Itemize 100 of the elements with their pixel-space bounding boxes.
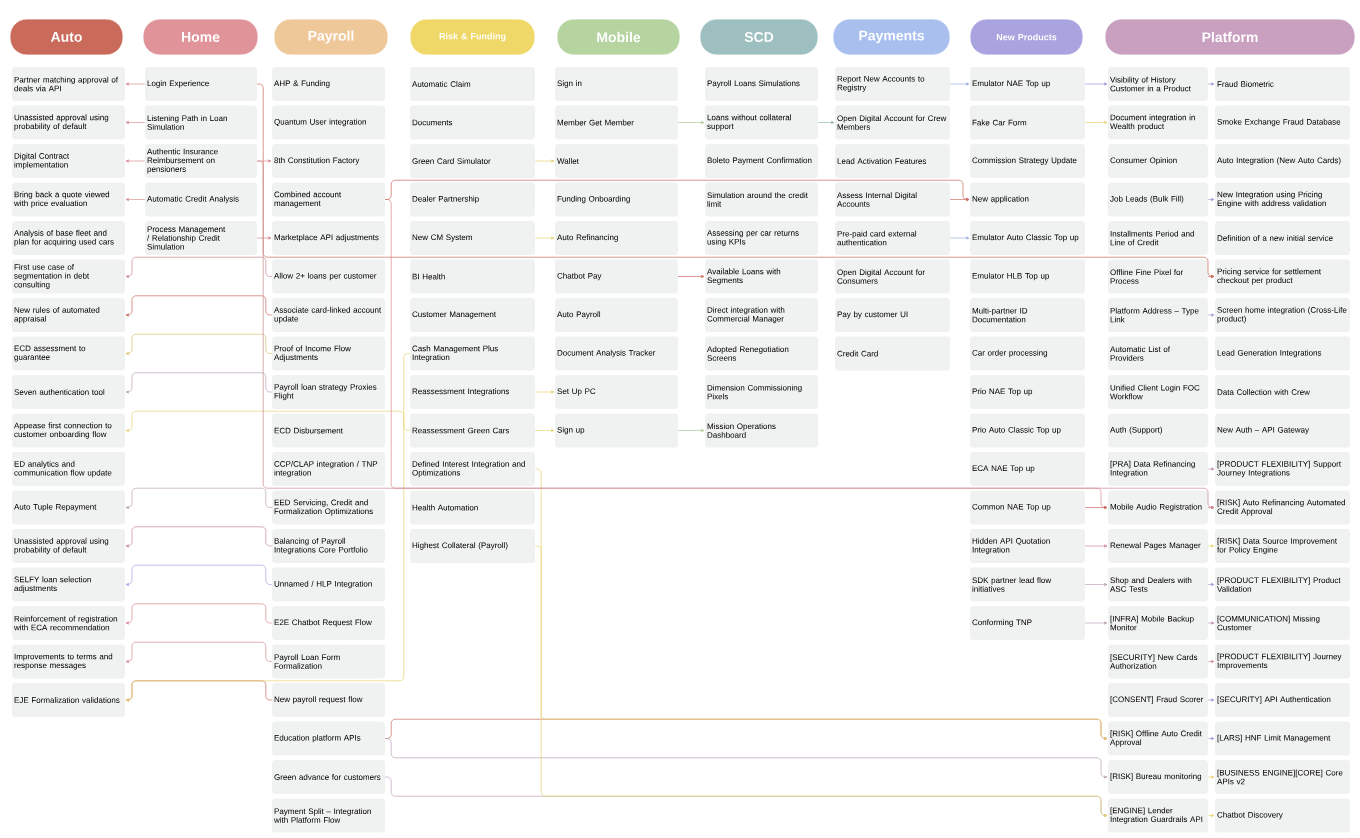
task-box: Wallet (555, 144, 678, 178)
task-box: Assessing per car returns using KPIs (705, 221, 818, 255)
task-box: Pricing service for settlement checkout per product (1215, 259, 1350, 294)
arrow (125, 256, 273, 279)
arrow (534, 159, 555, 163)
arrow (1084, 505, 1108, 510)
task-box: AHP & Funding (272, 67, 385, 101)
task-box: Conforming TNP (970, 606, 1085, 640)
task-box: Authentic Insurance Reimbursement on pensioners (145, 144, 257, 178)
task-box: [PRA] Data Refinancing Integration (1108, 452, 1208, 486)
task-box: Payroll Loans Simulations (705, 67, 818, 101)
task-box: Common NAE Top up (970, 490, 1085, 525)
arrow (125, 353, 411, 702)
arrow (534, 390, 555, 394)
task-box: [SECURITY] API Authentication (1215, 683, 1350, 717)
task-box: CCP/CLAP integration / TNP integration (272, 452, 385, 486)
category-pill: Payroll (273, 18, 389, 56)
task-box: Chatbot Pay (555, 259, 678, 294)
task-box: Seven authentication tool (12, 375, 125, 409)
task-box: Lead Generation Integrations (1215, 336, 1350, 371)
task-box: Payroll loan strategy Proxies Flight (272, 375, 385, 409)
arrow (677, 274, 705, 279)
arrow (949, 82, 970, 86)
task-box: [RISK] Auto Refinancing Automated Credit Approval (1215, 490, 1350, 525)
arrow (125, 641, 273, 664)
task-box: ECD assessment to guarantee (12, 336, 125, 371)
task-box: Emulator Auto Classic Top up (970, 221, 1085, 255)
task-box: Simulation around the credit limit (705, 182, 818, 217)
task-box: Document integration in Wealth product (1108, 105, 1208, 140)
task-box: New payroll request flow (272, 683, 385, 717)
category-pill: Auto (9, 18, 124, 56)
task-box: Emulator HLB Top up (970, 259, 1085, 294)
task-box: Dimension Commissioning Pixels (705, 375, 818, 409)
task-box: [PRODUCT FLEXIBILITY] Support Journey Integrations (1215, 452, 1350, 486)
arrow (125, 410, 411, 433)
task-box: Reassessment Integrations (410, 375, 535, 409)
task-box: Direct integration with Commercial Manager (705, 298, 818, 332)
arrow (677, 428, 705, 433)
arrow (1207, 198, 1215, 202)
task-box: BI Health (410, 259, 535, 294)
task-box: Installments Period and Line of Credit (1108, 221, 1208, 255)
arrow (1207, 660, 1215, 664)
task-box: Renewal Pages Manager (1108, 529, 1208, 563)
task-box: SELFY loan selection adjustments (12, 567, 125, 602)
task-box: Balancing of Payroll Integrations Core Portfolio (272, 529, 385, 563)
task-box: Auto Tuple Repayment (12, 490, 125, 525)
task-box: Customer Management (410, 298, 535, 332)
task-box: Report New Accounts to Registry (835, 67, 950, 101)
task-box: ED analytics and communication flow update (12, 452, 125, 486)
task-box: ECD Disbursement (272, 413, 385, 448)
task-box: Quantum User integration (272, 105, 385, 140)
task-box: Adopted Renegotiation Screens (705, 336, 818, 371)
task-box: [INFRA] Mobile Backup Monitor (1108, 606, 1208, 640)
task-box: First use case of segmentation in debt consulting (12, 259, 125, 294)
task-box: Open Digital Account for Crew Members (835, 105, 950, 140)
task-box: Auto Integration (New Auto Cards) (1215, 144, 1350, 178)
arrow (1207, 737, 1215, 741)
task-box: Set Up PC (555, 375, 678, 409)
task-box: [PRODUCT FLEXIBILITY] Product Validation (1215, 567, 1350, 602)
task-box: Documents (410, 105, 535, 140)
arrow (1084, 583, 1108, 587)
task-box: Shop and Dealers with ASC Tests (1108, 567, 1208, 602)
task-box: Consumer Opinion (1108, 144, 1208, 178)
arrow (125, 333, 273, 356)
arrow (1207, 775, 1215, 779)
task-box: Improvements to terms and response messages (12, 644, 125, 679)
category-pill: Risk & Funding (409, 18, 536, 56)
task-box: Listening Path in Loan Simulation (145, 105, 257, 140)
arrow (1207, 621, 1215, 625)
task-box: [RISK] Data Source Improvement for Policy Engine (1215, 529, 1350, 563)
arrow (125, 121, 146, 125)
task-box: [RISK] Offline Auto Credit Approval (1108, 721, 1208, 756)
task-box: Automatic Credit Analysis (145, 182, 257, 217)
arrow (1084, 121, 1108, 125)
arrow (817, 121, 835, 125)
arrow (949, 236, 970, 240)
arrow (125, 603, 273, 625)
arrow (1084, 621, 1108, 625)
task-box: Defined Interest Integration and Optimizations (410, 452, 535, 486)
task-box: Pay by customer UI (835, 298, 950, 332)
arrow (534, 545, 1108, 741)
task-box: Cash Management Plus Integration (410, 336, 535, 371)
arrow (1207, 313, 1215, 317)
task-box: EJE Formalization validations (12, 683, 125, 717)
task-box: Analysis of base fleet and plan for acquiring used cars (12, 221, 125, 255)
arrow (125, 159, 146, 163)
arrow (125, 564, 273, 587)
arrow (256, 83, 1215, 279)
task-box: ECA NAE Top up (970, 452, 1085, 486)
task-box: Reinforcement of registration with ECA recommendation (12, 606, 125, 640)
task-box: Auto Refinancing (555, 221, 678, 255)
task-box: Unassisted approval using probability of default (12, 105, 125, 140)
task-box: Document Analysis Tracker (555, 336, 678, 371)
task-box: New application (970, 182, 1085, 217)
task-box: New Integration using Pricing Engine with address validation (1215, 182, 1350, 217)
category-pill: Mobile (556, 18, 681, 56)
task-box: Auto Payroll (555, 298, 678, 332)
task-box: SDK partner lead flow initiatives (970, 567, 1085, 602)
task-box: Combined account management (272, 182, 385, 217)
arrow (125, 487, 273, 510)
